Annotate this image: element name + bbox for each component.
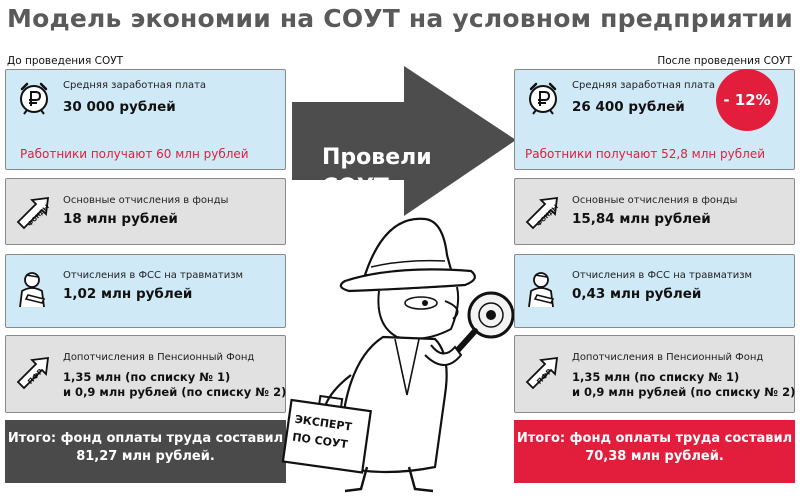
before-workers-text: Работники получают 60 млн рублей [20,147,249,161]
alarm-clock-ruble-icon [20,82,48,115]
before-salary-value: 30 000 рублей [63,99,176,115]
detective-illustration: ЭКСПЕРТ ПО СОУТ [281,217,515,493]
reduction-badge: - 12% [716,69,778,131]
injured-person-icon [19,272,46,308]
before-fss-value: 1,02 млн рублей [63,286,193,302]
after-pension-label: Допотчисления в Пенсионный Фонд [572,352,764,363]
before-label: До проведения СОУТ [7,55,124,67]
before-fss-card: Отчисления в ФСС на травматизм 1,02 млн … [5,254,286,328]
arrow-text-line1: Провели [322,145,432,170]
after-salary-label: Средняя заработная плата [572,80,716,91]
page-title: Модель экономии на СОУТ на условном пред… [7,4,793,33]
after-fss-value: 0,43 млн рублей [572,286,702,302]
before-total-line2: 81,27 млн рублей. [76,449,215,464]
big-arrow-shape [292,66,516,216]
funds-arrow-icon: ФОНДЫ [16,196,51,230]
after-total-line2: 70,38 млн рублей. [585,449,724,464]
before-total-line1: Итого: фонд оплаты труда составил [7,431,284,446]
after-funds-label: Основные отчисления в фонды [572,195,738,206]
after-total-box: Итого: фонд оплаты труда составил 70,38 … [514,420,795,483]
before-salary-card: Средняя заработная плата 30 000 рублей Р… [5,69,286,170]
alarm-clock-ruble-icon [529,82,557,115]
before-funds-value: 18 млн рублей [63,211,178,227]
after-total-line1: Итого: фонд оплаты труда составил [516,431,793,446]
before-pension-card: ПФР Допотчисления в Пенсионный Фонд 1,35… [5,335,286,413]
before-pension-line2: и 0,9 млн рублей (по списку № 2) [63,385,287,399]
after-fss-label: Отчисления в ФСС на травматизм [572,270,753,281]
after-funds-card: ФОНДЫ Основные отчисления в фонды 15,84 … [514,178,795,245]
before-funds-card: ФОНДЫ Основные отчисления в фонды 18 млн… [5,178,286,245]
after-funds-value: 15,84 млн рублей [572,211,711,227]
after-pension-line1: 1,35 млн (по списку № 1) [572,370,740,384]
pension-arrow-icon: ПФР [525,356,559,390]
injured-person-icon [528,272,555,308]
after-label: После проведения СОУТ [657,55,792,67]
arrow-text-line2: СОУТ [322,175,389,200]
pension-arrow-icon: ПФР [16,356,50,390]
after-salary-value: 26 400 рублей [572,99,685,115]
after-fss-card: Отчисления в ФСС на травматизм 0,43 млн … [514,254,795,328]
before-fss-label: Отчисления в ФСС на травматизм [63,270,244,281]
before-salary-label: Средняя заработная плата [63,80,207,91]
arrow-caption: Провели СОУТ [322,143,432,203]
after-pension-card: ПФР Допотчисления в Пенсионный Фонд 1,35… [514,335,795,413]
after-workers-text: Работники получают 52,8 млн рублей [525,147,766,161]
before-total-box: Итого: фонд оплаты труда составил 81,27 … [5,420,286,483]
before-pension-label: Допотчисления в Пенсионный Фонд [63,352,255,363]
funds-arrow-icon: ФОНДЫ [525,196,560,230]
before-pension-line1: 1,35 млн (по списку № 1) [63,370,231,384]
after-pension-line2: и 0,9 млн рублей (по списку № 2) [572,385,796,399]
before-funds-label: Основные отчисления в фонды [63,195,229,206]
